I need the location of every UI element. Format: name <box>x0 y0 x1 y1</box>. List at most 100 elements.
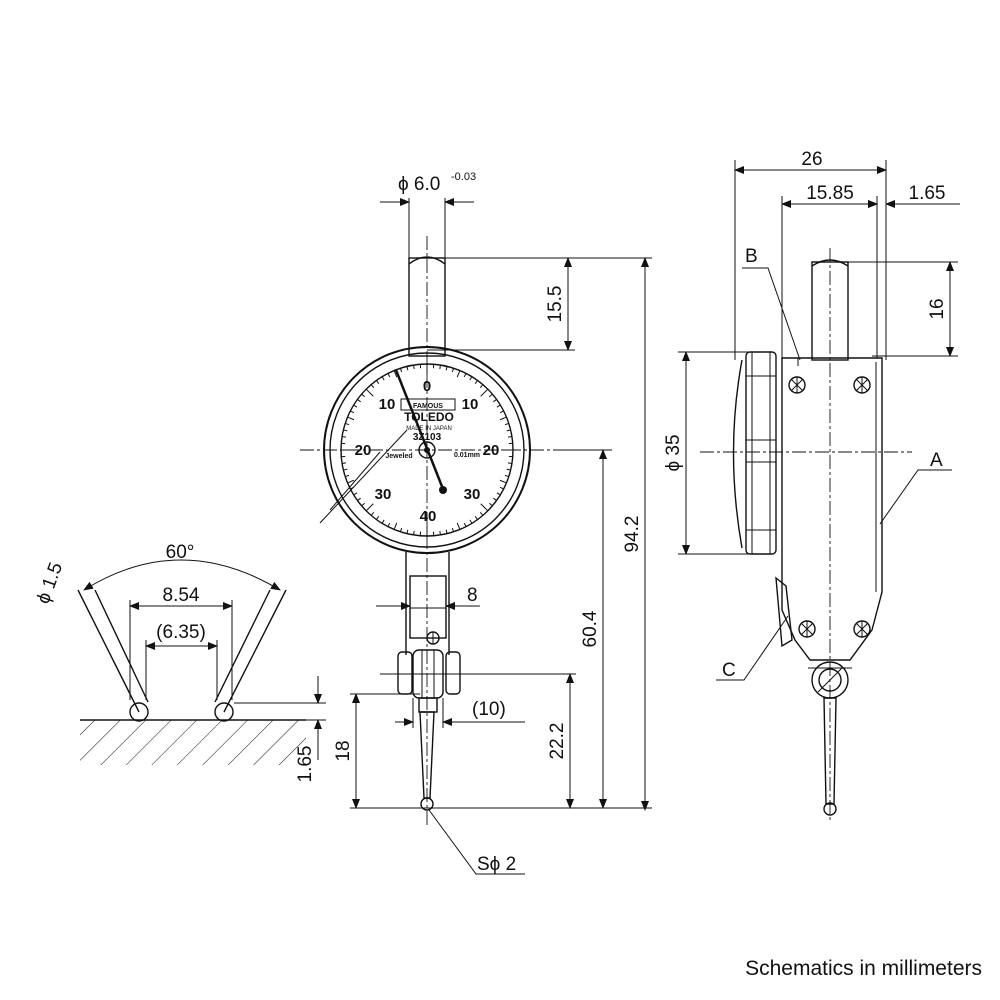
contact-ball-diameter: ϕ 1.5 <box>33 560 67 607</box>
dial-tick <box>387 522 391 527</box>
dial-tick <box>451 368 455 373</box>
dial-numbers: 0 10 10 20 20 30 30 40 <box>355 378 500 525</box>
dial-tick <box>370 384 375 388</box>
label-c: C <box>722 660 736 681</box>
dial-tick <box>456 522 461 530</box>
dial-tick <box>439 364 441 370</box>
dial-tick <box>480 388 489 397</box>
contact-inner-spacing: (6.35) <box>156 622 206 643</box>
dial-tick <box>370 512 375 516</box>
dial-tick <box>506 468 511 471</box>
dial-tick <box>347 416 355 421</box>
neck <box>405 552 450 655</box>
dial-tick <box>463 522 467 527</box>
dial-number-30-right: 30 <box>464 486 481 503</box>
dial-tick <box>499 416 507 421</box>
dial-tick <box>480 503 489 512</box>
side-stem-length: 16 <box>927 298 948 319</box>
dial-tick <box>496 404 501 408</box>
dial-number-30-left: 30 <box>375 486 392 503</box>
side-view <box>700 248 912 822</box>
dial-tick <box>474 516 478 520</box>
contact-outer-spacing: 8.54 <box>163 585 200 606</box>
resolution-label: 0.01mm <box>454 452 480 459</box>
dial-tick <box>376 380 380 384</box>
dial-tick <box>507 462 513 464</box>
center-to-tip-dimension: 60.4 <box>580 610 601 647</box>
dial-tick <box>493 399 497 403</box>
dial-tick <box>357 497 361 501</box>
dial-tick <box>381 376 385 381</box>
dial-tick <box>456 370 461 378</box>
jeweled-mark: Jeweled <box>385 453 412 460</box>
dial-tick <box>361 502 365 507</box>
dial-tick <box>506 429 511 432</box>
side-screws <box>788 376 871 638</box>
dial-tick <box>393 370 398 378</box>
dial-tick <box>406 366 409 371</box>
dial-number-10-left: 10 <box>379 396 396 413</box>
dial-tick <box>507 436 513 438</box>
dial-tick <box>365 388 374 397</box>
dial-tick <box>489 502 493 507</box>
side-back-offset: 1.65 <box>909 183 946 204</box>
dial-needle <box>394 369 447 494</box>
stem-diameter-label: ϕ 6.0 <box>398 174 440 195</box>
dial-tick <box>496 492 501 496</box>
side-dial-diameter: ϕ 35 <box>663 434 684 471</box>
caption: Schematics in millimeters <box>745 957 982 980</box>
label-a: A <box>930 450 943 471</box>
pivot-to-tip-dimension: 22.2 <box>547 723 568 760</box>
stem-length-dimension: 15.5 <box>545 286 566 323</box>
side-dimensions: 26 15.85 1.65 16 ϕ 35 A B C <box>663 149 960 681</box>
side-total-depth: 26 <box>801 149 822 170</box>
dial-tick <box>499 486 504 490</box>
dial-number-20-right: 20 <box>483 442 500 459</box>
contact-ball-height: 1.65 <box>295 746 316 783</box>
dial-tick <box>493 497 497 501</box>
dial-tick <box>463 373 467 378</box>
dial-tick <box>381 519 385 524</box>
front-dimensions: ϕ 6.0 -0.03 15.5 94.2 60.4 8 (10) 22.2 <box>333 171 652 875</box>
dial-tick <box>479 384 484 388</box>
dial-tick <box>406 529 409 534</box>
made-in-japan: MADE IN JAPAN <box>406 426 452 432</box>
dial-tick <box>345 422 350 426</box>
dial-tick <box>341 462 347 464</box>
dial-tick <box>499 479 507 484</box>
pivot-block <box>397 649 461 713</box>
dial-tick <box>469 376 473 381</box>
dial-tick <box>499 410 504 414</box>
dial-number-10-right: 10 <box>462 396 479 413</box>
dial-tick <box>341 436 347 438</box>
dial-tick <box>451 527 455 532</box>
dial-number-40: 40 <box>420 508 437 525</box>
side-dial <box>732 351 777 555</box>
dial-tick <box>343 429 348 432</box>
side-body-depth: 15.85 <box>806 183 854 204</box>
dial-tick <box>343 468 348 471</box>
dial-tick <box>445 529 448 534</box>
dial-tick <box>399 527 403 532</box>
dial-tick <box>347 479 355 484</box>
dial-tick <box>350 410 355 414</box>
stem-tolerance: -0.03 <box>451 171 476 183</box>
stylus-length-dimension: 18 <box>333 740 354 761</box>
contact-detail: 60° ϕ 1.5 8.54 (6.35) 1.65 <box>33 542 326 782</box>
dial-tick <box>489 393 493 398</box>
front-view: 0 10 10 20 20 30 30 40 FAMOUS TOLEDO MAD… <box>300 236 560 826</box>
dial-tick <box>353 492 358 496</box>
dial-tick <box>479 512 484 516</box>
pivot-width-dimension: (10) <box>472 699 506 720</box>
dial-tick <box>393 522 398 530</box>
dial-tick <box>376 516 380 520</box>
dial-tick <box>353 404 358 408</box>
dial-tick <box>445 366 448 371</box>
contact-angle: 60° <box>166 542 195 563</box>
neck-width-dimension: 8 <box>467 585 478 606</box>
dial-tick <box>439 530 441 536</box>
dial-number-20-left: 20 <box>355 442 372 459</box>
tip-ball-dimension: Sϕ 2 <box>477 854 516 875</box>
dial-tick <box>413 530 415 536</box>
